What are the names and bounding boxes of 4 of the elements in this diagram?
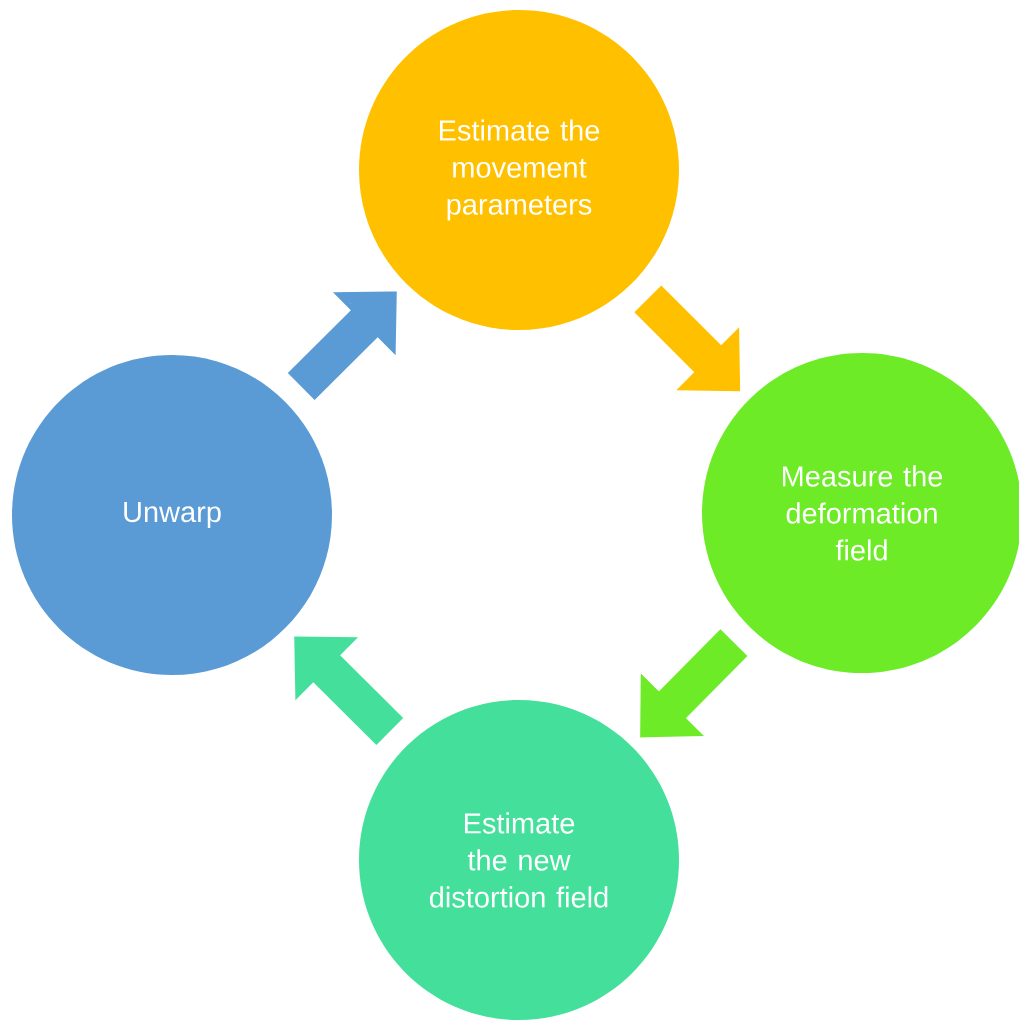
block-arrow — [634, 285, 741, 392]
block-arrow — [294, 636, 404, 745]
block-arrow — [640, 629, 748, 738]
block-arrow — [287, 291, 397, 400]
